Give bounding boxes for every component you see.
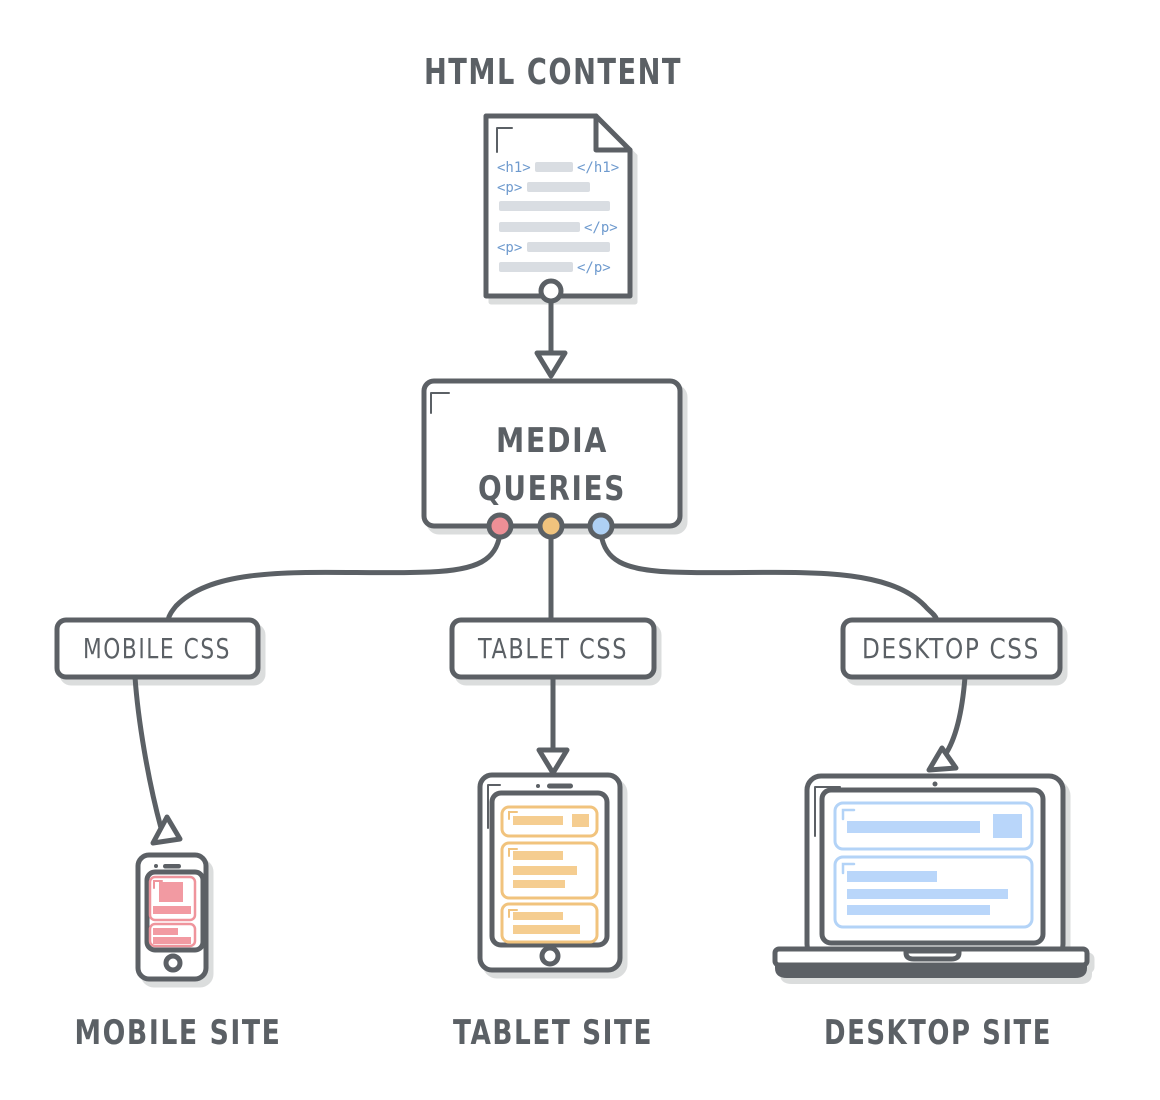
content-bar [513, 866, 577, 875]
code-tag-p-close: </p> [584, 220, 618, 236]
connector-desktop-css-to-laptop [942, 674, 968, 758]
tablet-card-bracket [508, 848, 518, 857]
box-corner-bracket [430, 392, 450, 414]
laptop-card-bracket [841, 808, 856, 821]
document-corner-bracket [496, 127, 513, 153]
content-bar [153, 928, 178, 935]
content-bar [847, 905, 990, 915]
arrowhead-down-icon [536, 747, 570, 776]
desktop-css-box [840, 617, 1063, 680]
content-bar [847, 889, 1008, 899]
mobile-site-label: MOBILE SITE [75, 1013, 282, 1053]
laptop-camera-dot [932, 781, 938, 787]
phone-card-bracket [153, 880, 163, 889]
content-bar [513, 816, 563, 825]
code-placeholder-bar [527, 242, 610, 252]
content-bar [513, 925, 580, 934]
laptop-card-bracket [841, 862, 856, 875]
code-placeholder-bar [535, 162, 573, 172]
tablet-content-card [500, 902, 599, 944]
mobile-css-label: MOBILE CSS [83, 632, 231, 665]
tablet-css-label: TABLET CSS [477, 632, 628, 665]
laptop-icon [772, 773, 1090, 978]
connector-mobile-css-to-phone [132, 674, 164, 831]
code-placeholder-bar [499, 201, 610, 211]
tablet-port-dot [537, 512, 565, 540]
content-image-block [993, 814, 1022, 838]
tablet-icon [477, 772, 623, 973]
phone-content-card [148, 922, 197, 948]
arrowhead-down-icon [534, 350, 568, 379]
laptop-content-card [833, 855, 1034, 929]
code-tag-p-close: </p> [577, 260, 611, 276]
connector-media-to-desktop-css [598, 531, 940, 623]
laptop-screen [819, 787, 1046, 946]
desktop-port-dot [587, 512, 615, 540]
tablet-card-bracket [508, 909, 518, 918]
phone-speaker [163, 864, 181, 869]
tablet-site-label: TABLET SITE [453, 1013, 653, 1053]
content-image-block [572, 814, 589, 827]
tablet-content-card [500, 841, 599, 900]
laptop-corner-bracket [814, 786, 841, 837]
document-fold-corner [593, 113, 633, 153]
content-image-block [159, 882, 183, 902]
code-placeholder-bar [527, 182, 590, 192]
code-tag-p-open: <p> [497, 180, 522, 196]
media-queries-label-line1: MEDIA [496, 421, 608, 461]
phone-content-card [148, 875, 197, 922]
tablet-home-button [539, 945, 561, 967]
media-queries-node: MEDIA QUERIES [421, 378, 683, 529]
desktop-site-label: DESKTOP SITE [824, 1013, 1052, 1053]
tablet-corner-bracket [487, 784, 501, 829]
tablet-camera-dot [536, 784, 540, 788]
desktop-css-node: DESKTOP CSS [840, 617, 1063, 680]
arrowhead-down-left-icon [150, 814, 183, 846]
content-bar [513, 912, 563, 920]
tablet-speaker [547, 783, 573, 789]
connector-media-to-mobile-css [165, 531, 503, 623]
tablet-content-card [500, 805, 599, 838]
desktop-css-label: DESKTOP CSS [862, 632, 1040, 665]
mobile-css-node: MOBILE CSS [54, 617, 261, 680]
mobile-port-dot [486, 512, 514, 540]
code-placeholder-bar [499, 222, 580, 232]
tablet-card-bracket [508, 811, 518, 820]
mobile-css-box [54, 617, 261, 680]
diagram-title: HTML CONTENT [424, 52, 682, 93]
media-queries-label-line2: QUERIES [478, 469, 626, 509]
content-bar [153, 937, 191, 944]
code-placeholder-bar [499, 262, 573, 272]
phone-home-button [163, 953, 183, 973]
laptop-base-bottom [775, 965, 1087, 978]
document-output-port [538, 278, 564, 304]
content-bar [847, 821, 980, 833]
code-tag-p-open: <p> [497, 240, 522, 256]
content-bar [847, 871, 937, 882]
code-tag-h1-open: <h1> [497, 160, 531, 176]
content-bar [513, 851, 563, 860]
laptop-content-card [833, 801, 1034, 851]
arrowhead-down-left-icon [926, 745, 959, 773]
content-bar [153, 906, 191, 914]
tablet-css-node: TABLET CSS [449, 617, 657, 680]
phone-camera-dot [154, 864, 158, 868]
code-tag-h1-close: </h1> [577, 160, 619, 176]
content-bar [513, 880, 565, 888]
laptop-base-notch [903, 948, 962, 962]
phone-icon [135, 852, 209, 982]
